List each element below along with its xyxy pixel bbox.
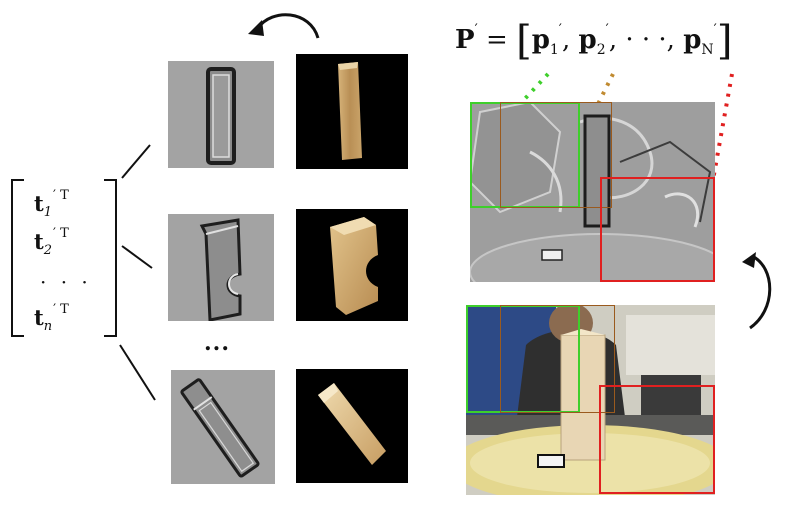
curved-arrow-icon-top bbox=[248, 13, 320, 39]
vector-right-bracket bbox=[104, 179, 117, 337]
vector-row-2: t2′ T bbox=[34, 226, 69, 259]
formula: P′ = [p1′, p2′, · · ·, pN′] bbox=[455, 18, 733, 64]
connector-line-3 bbox=[119, 344, 156, 401]
box-brown-bottom bbox=[500, 305, 615, 413]
box-red-bottom bbox=[599, 385, 715, 494]
template-gradient-1 bbox=[168, 61, 274, 168]
template-render-3 bbox=[296, 369, 408, 483]
vector-row-n: tn′ T bbox=[34, 302, 69, 335]
vector-dots: · · · bbox=[40, 270, 92, 294]
pointer-dots bbox=[518, 72, 734, 181]
formula-dots: · · · bbox=[625, 25, 667, 55]
templates-ellipsis: ... bbox=[204, 330, 230, 356]
scene-gradient-image bbox=[470, 102, 715, 282]
formula-lhs-prime: ′ bbox=[474, 22, 478, 38]
box-red-top bbox=[600, 177, 715, 282]
connector-lines bbox=[119, 144, 156, 401]
connector-line-2 bbox=[121, 245, 153, 269]
template-render-1 bbox=[296, 54, 408, 169]
box-brown-top bbox=[500, 102, 612, 208]
formula-equals: = bbox=[486, 25, 508, 55]
vector-row-1: t1′ T bbox=[34, 188, 69, 221]
scene-photo-image bbox=[466, 305, 715, 495]
template-gradient-3 bbox=[171, 370, 275, 484]
curved-arrow-icon-right bbox=[742, 252, 772, 330]
connector-line-1 bbox=[121, 144, 151, 179]
template-render-2 bbox=[296, 209, 408, 321]
template-gradient-2 bbox=[168, 214, 274, 321]
vector-left-bracket bbox=[11, 179, 24, 337]
formula-lhs: P bbox=[455, 25, 475, 55]
